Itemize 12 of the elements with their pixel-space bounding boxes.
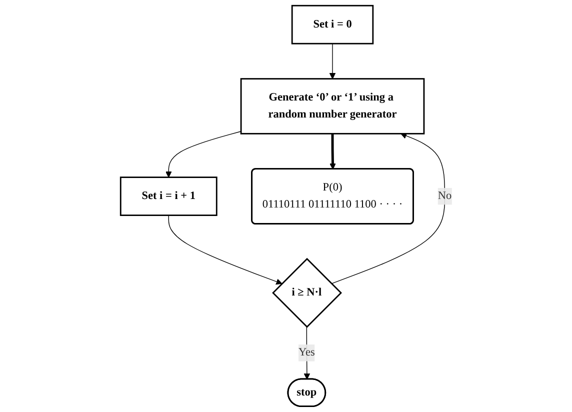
edge-label: No <box>438 190 452 202</box>
arrow <box>330 132 445 284</box>
edge-label: Yes <box>298 346 315 359</box>
node-box: Set i = 0 <box>291 4 374 44</box>
arrow <box>329 43 336 80</box>
arrow <box>165 131 242 178</box>
arrow <box>168 214 282 285</box>
arrow <box>330 134 336 170</box>
node-box: Generate ‘0’ or ‘1’ using a random number generator <box>240 78 425 134</box>
node-box: Set i = i + 1 <box>120 176 218 216</box>
arrow <box>304 326 310 380</box>
node-diamond: i ≥ N·l <box>272 258 342 328</box>
